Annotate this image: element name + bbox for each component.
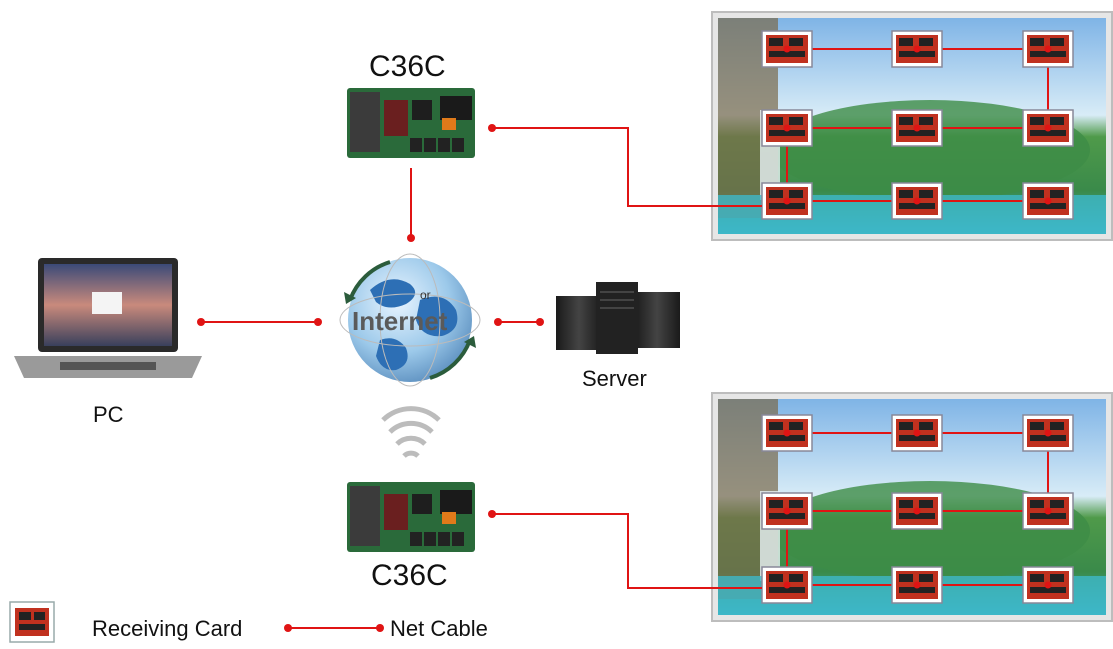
cable-endpoints <box>197 124 544 518</box>
receiving-card <box>761 566 813 604</box>
receiving-card <box>1022 492 1074 530</box>
pc-label: PC <box>93 402 124 427</box>
cable-bottom-controller-to-screen <box>492 513 762 589</box>
c36c-controller-top <box>347 88 475 158</box>
receiving-card <box>1022 414 1074 452</box>
legend-net-cable-label: Net Cable <box>390 616 488 641</box>
server-label: Server <box>582 366 647 391</box>
cable-top-controller-to-screen <box>492 127 762 207</box>
receiving-card <box>761 182 813 220</box>
server-icon <box>556 282 680 354</box>
top-controller-label: C36C <box>369 50 446 83</box>
wifi-signal-icon <box>381 406 441 458</box>
receiving-card <box>891 414 943 452</box>
receiving-card <box>891 492 943 530</box>
receiving-card-grid-top <box>761 30 1074 220</box>
receiving-card <box>1022 566 1074 604</box>
receiving-card <box>761 414 813 452</box>
receiving-card <box>761 30 813 68</box>
receiving-card <box>761 109 813 147</box>
internet-globe-icon <box>339 253 481 387</box>
receiving-card <box>891 109 943 147</box>
receiving-card <box>761 492 813 530</box>
internet-or-label: or <box>420 288 431 302</box>
legend-net-cable-icon <box>284 624 384 632</box>
receiving-card <box>891 182 943 220</box>
receiving-card <box>1022 30 1074 68</box>
receiving-card <box>891 30 943 68</box>
receiving-card-grid-bottom <box>761 414 1074 604</box>
bottom-controller-label: C36C <box>371 559 448 592</box>
receiving-card <box>1022 109 1074 147</box>
receiving-card <box>1022 182 1074 220</box>
legend-receiving-card-label: Receiving Card <box>92 616 243 641</box>
receiving-card <box>891 566 943 604</box>
net-cables <box>201 127 762 589</box>
laptop-icon <box>14 258 202 378</box>
legend-receiving-card-icon <box>9 601 55 643</box>
c36c-controller-bottom <box>347 482 475 552</box>
legend <box>9 601 384 643</box>
internet-label: Internet <box>352 306 448 336</box>
